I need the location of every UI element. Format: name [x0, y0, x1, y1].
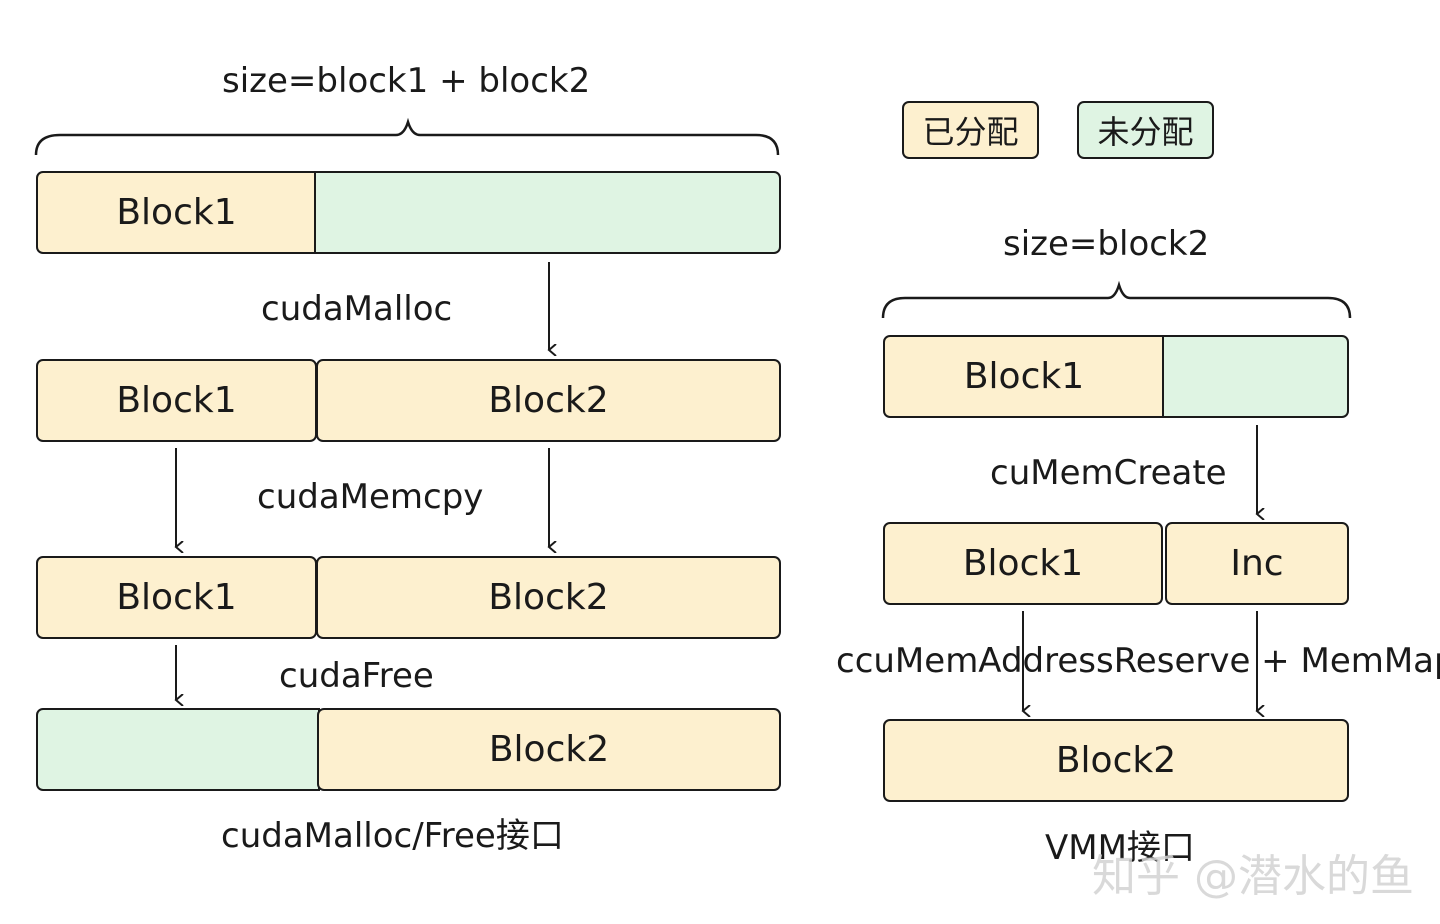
left-size-label: size=block1 + block2: [222, 61, 591, 101]
right-row1-free: [1162, 335, 1349, 418]
left-row3-block2: Block2: [316, 556, 781, 639]
watermark: 知乎 @潜水的鱼: [1092, 851, 1414, 902]
right-size-brace: [881, 280, 1352, 319]
right-row1-block1: Block1: [883, 335, 1165, 418]
right-row2-inc: Inc: [1165, 522, 1349, 605]
op-cuda-free: cudaFree: [279, 656, 434, 696]
op-mem-address-reserve-map: ccuMemAddressReserve + MemMap: [836, 641, 1440, 681]
left-row2-block1: Block1: [36, 359, 317, 442]
left-row3-block1: Block1: [36, 556, 317, 639]
left-caption: cudaMalloc/Free接口: [221, 816, 564, 856]
op-cuda-malloc: cudaMalloc: [261, 289, 453, 329]
right-row2-block1: Block1: [883, 522, 1163, 605]
op-cu-mem-create: cuMemCreate: [990, 453, 1227, 493]
right-caption: VMM接口: [1045, 828, 1195, 868]
right-size-label: size=block2: [1003, 224, 1210, 264]
left-row1-free: [314, 171, 781, 254]
legend-allocated: 已分配: [902, 101, 1039, 159]
left-row4-free: [36, 708, 320, 791]
right-row3-block2: Block2: [883, 719, 1349, 802]
left-size-brace: [34, 117, 780, 156]
legend-unallocated: 未分配: [1077, 101, 1214, 159]
op-cuda-memcpy: cudaMemcpy: [257, 477, 484, 517]
left-row2-block2: Block2: [316, 359, 781, 442]
left-row1-block1: Block1: [36, 171, 317, 254]
left-row4-block2: Block2: [317, 708, 781, 791]
